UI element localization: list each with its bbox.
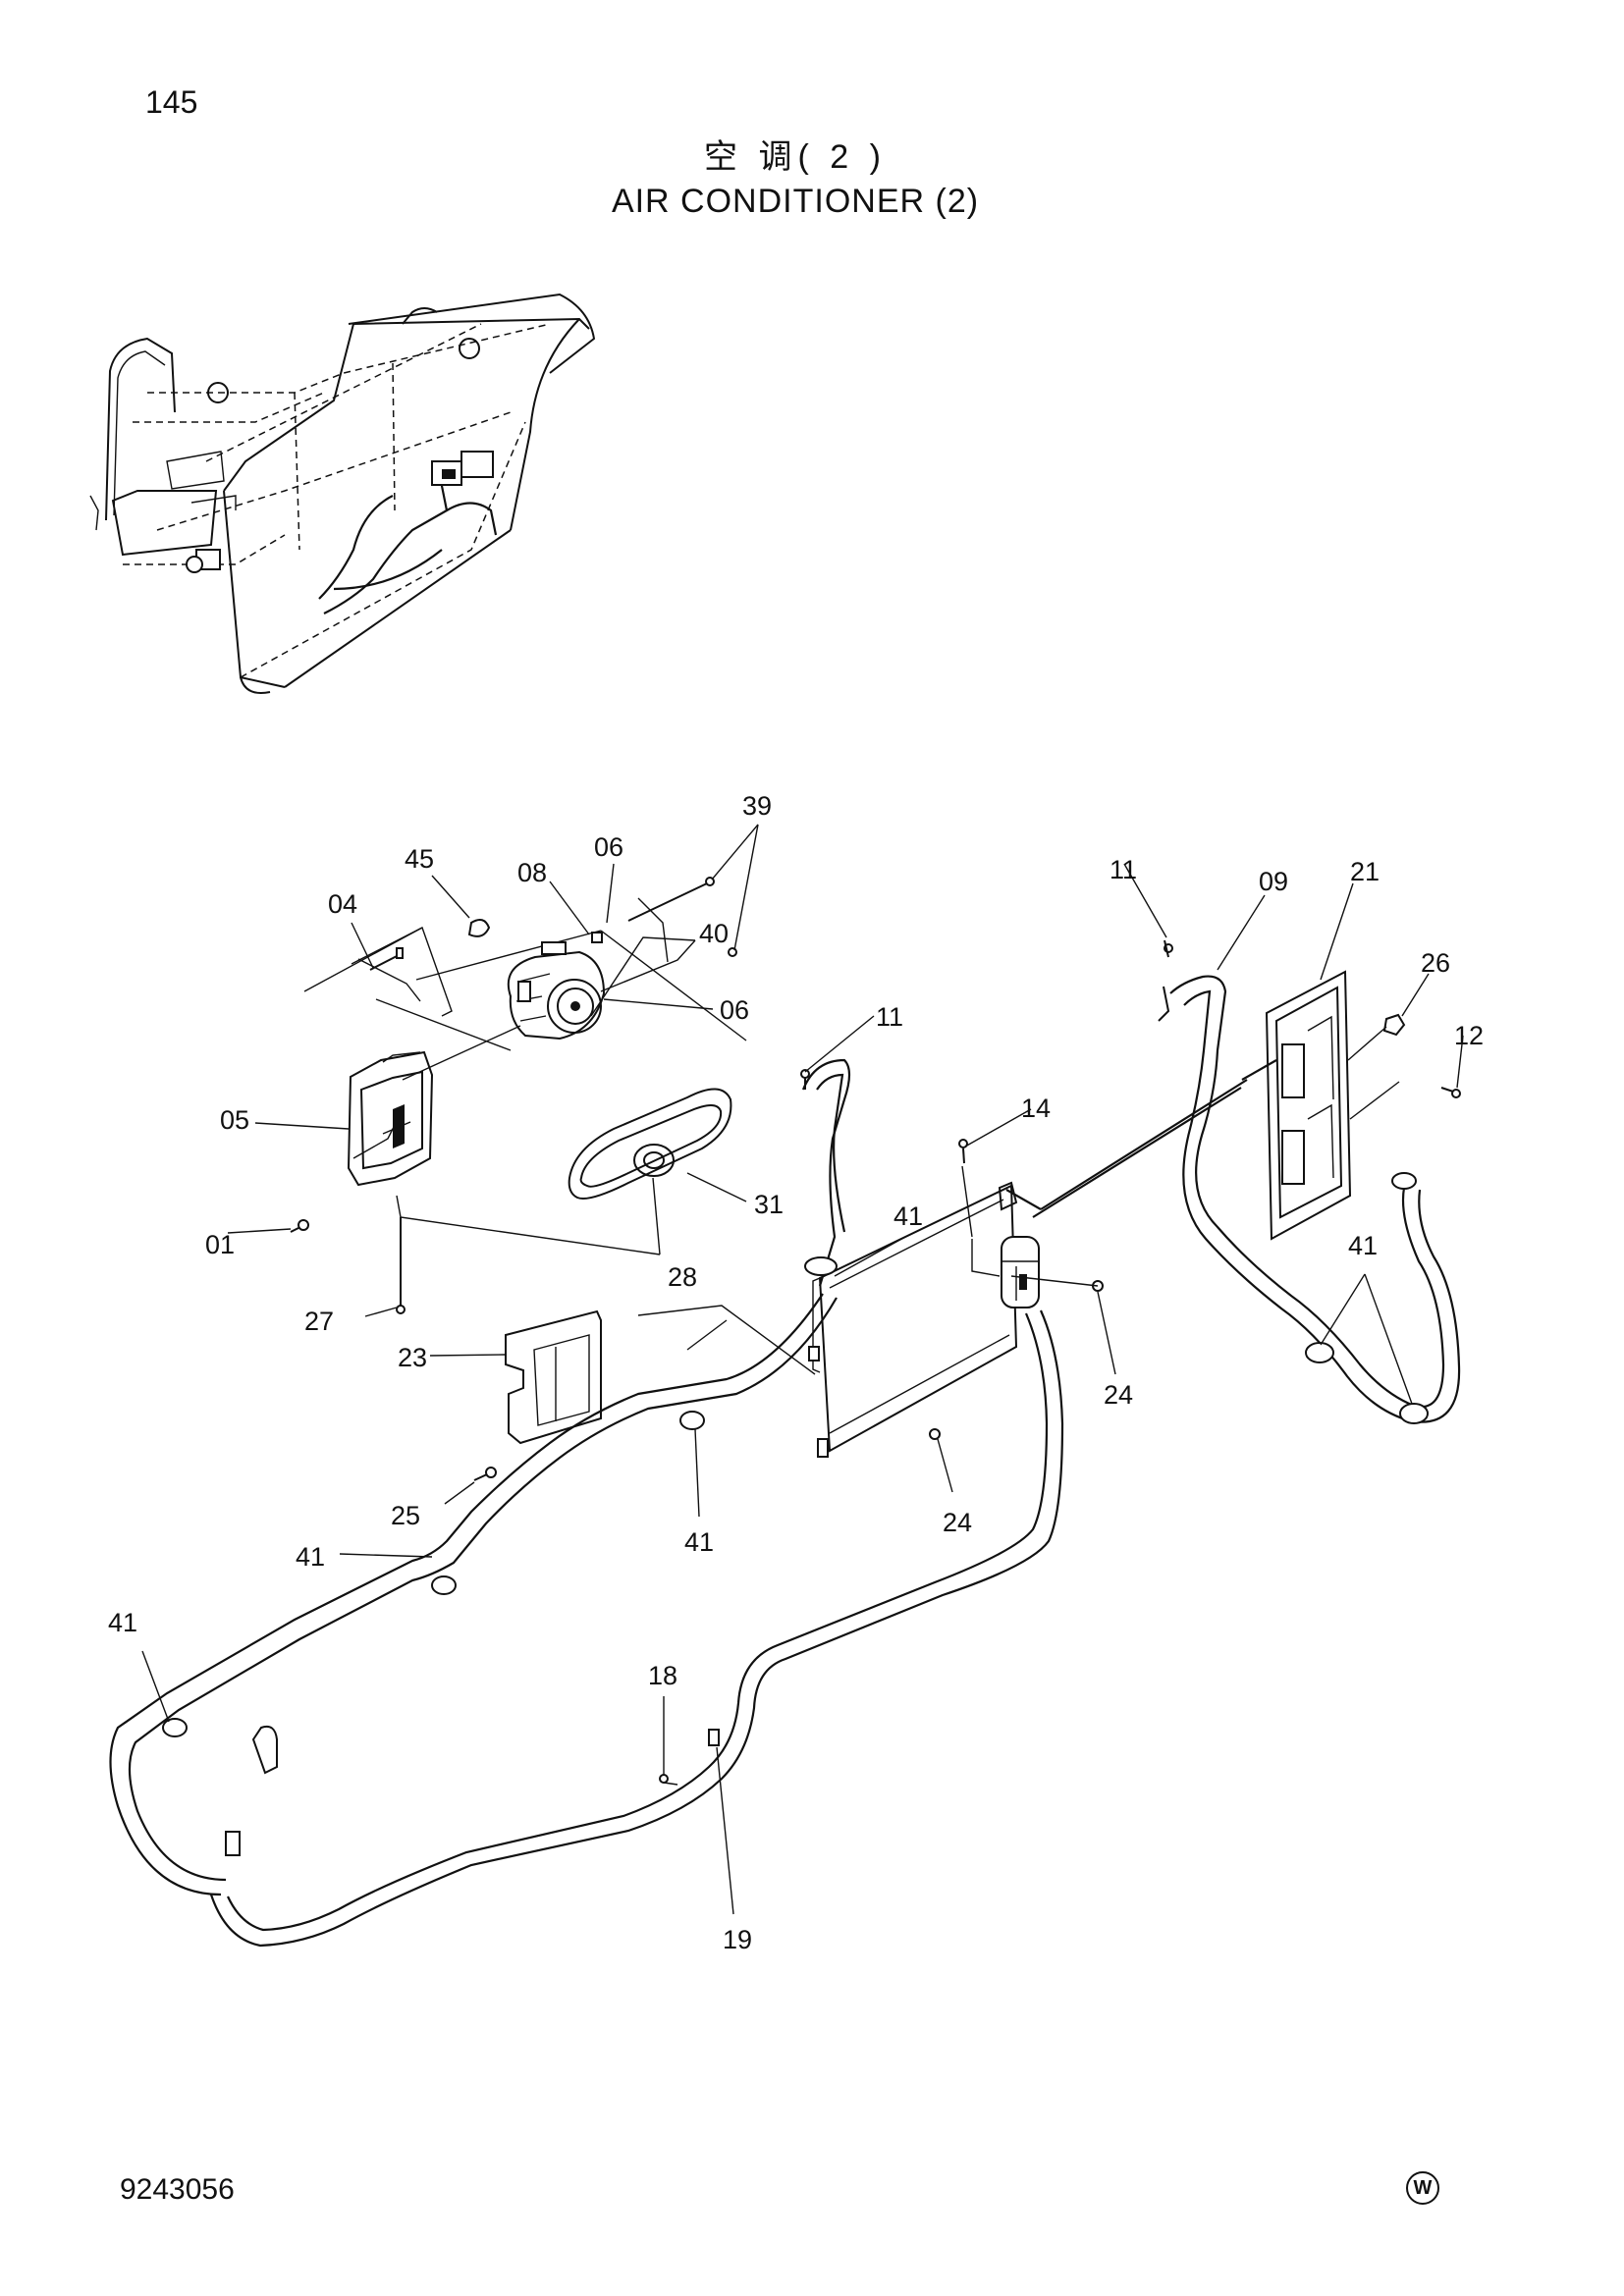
- callout-05: 05: [220, 1105, 249, 1135]
- callout-41-center: 41: [893, 1201, 923, 1231]
- hose-routing: [109, 939, 1461, 1948]
- callout-08: 08: [517, 858, 547, 887]
- callout-24-lower: 24: [943, 1508, 972, 1537]
- callout-41-left: 41: [296, 1542, 325, 1572]
- compressor-assembly: [290, 877, 816, 1481]
- leader-lines: [141, 824, 1464, 1915]
- callout-41-right: 41: [1348, 1231, 1378, 1260]
- callout-06-upper: 06: [594, 832, 623, 862]
- callout-26: 26: [1421, 948, 1450, 978]
- callout-06-lower: 06: [720, 995, 749, 1025]
- brand-mark-icon: W: [1406, 2171, 1439, 2205]
- callout-25: 25: [391, 1501, 420, 1530]
- callout-41-far-left: 41: [108, 1608, 137, 1637]
- callout-40: 40: [699, 919, 729, 948]
- callout-23: 23: [398, 1343, 427, 1372]
- title-chinese: 空 调( 2 ): [704, 138, 887, 176]
- callout-28: 28: [668, 1262, 697, 1292]
- callout-31: 31: [754, 1190, 784, 1219]
- callout-39: 39: [742, 791, 772, 821]
- callout-19: 19: [723, 1925, 752, 1954]
- callout-27: 27: [304, 1307, 334, 1336]
- document-number: 9243056: [120, 2173, 235, 2206]
- callout-41-lower: 41: [684, 1527, 714, 1557]
- callout-14: 14: [1021, 1094, 1051, 1123]
- callout-01: 01: [205, 1230, 235, 1259]
- callout-11-right: 11: [1110, 855, 1137, 884]
- callout-24-right: 24: [1104, 1380, 1133, 1410]
- callout-11-center: 11: [876, 1002, 903, 1032]
- callout-45: 45: [405, 844, 434, 874]
- callout-18: 18: [648, 1661, 677, 1690]
- callout-labels: 39 06 45 08 04 40 06 11 09 21 26 12 11 0…: [108, 791, 1484, 1954]
- machine-overview-illustration: [89, 293, 596, 694]
- callout-09: 09: [1259, 867, 1288, 896]
- page-number: 145: [145, 84, 198, 120]
- evaporator-unit: [1265, 970, 1461, 1241]
- callout-21: 21: [1350, 857, 1380, 886]
- callout-12: 12: [1454, 1021, 1484, 1050]
- callout-04: 04: [328, 889, 357, 919]
- condenser-assembly: [808, 1079, 1248, 1458]
- title-english: AIR CONDITIONER (2): [611, 183, 980, 220]
